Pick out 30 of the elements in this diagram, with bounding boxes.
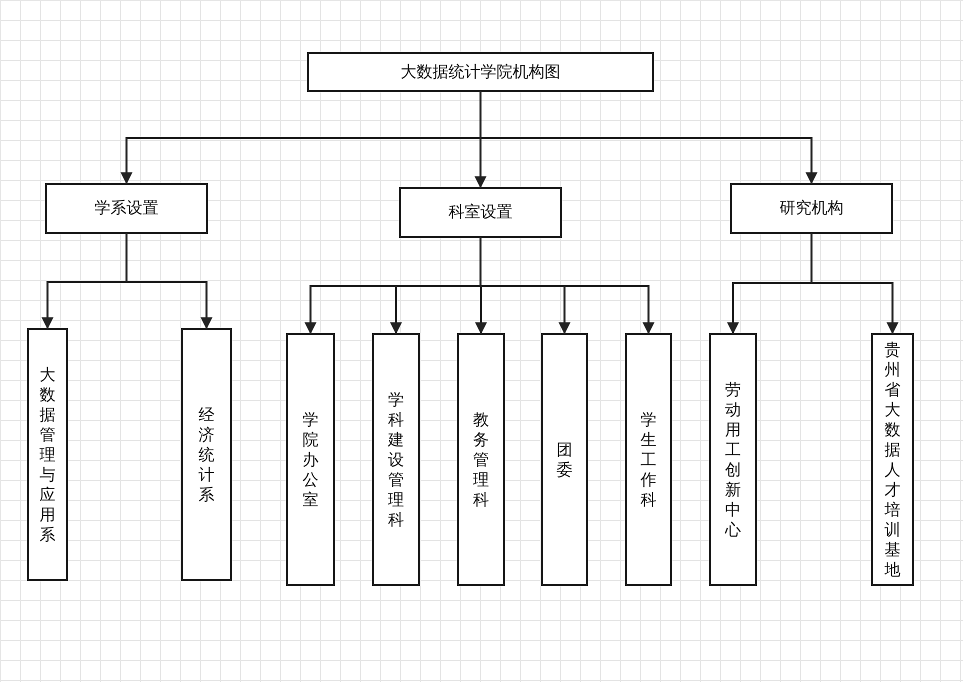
department-box bbox=[730, 183, 893, 234]
connector-arrow bbox=[480, 92, 818, 184]
department-box bbox=[399, 187, 562, 238]
unit-box bbox=[457, 333, 505, 586]
node-label: 学生工作科 bbox=[640, 410, 656, 510]
connector-arrow bbox=[480, 238, 654, 334]
unit-box bbox=[541, 333, 588, 586]
node-label: 大数据管理与应用系 bbox=[40, 364, 56, 544]
node-label: 劳动用工创新中心 bbox=[725, 380, 741, 540]
node-label: 团委 bbox=[556, 440, 572, 480]
unit-box bbox=[372, 333, 420, 586]
unit-box bbox=[709, 333, 757, 586]
node-label: 经济统计系 bbox=[198, 404, 214, 504]
node-label: 学科建设管理科 bbox=[388, 390, 404, 530]
unit-box bbox=[27, 328, 68, 581]
node-label: 研究机构 bbox=[780, 198, 844, 219]
node-label: 大数据统计学院机构图 bbox=[400, 62, 560, 82]
unit-box bbox=[625, 333, 672, 586]
connector-arrow bbox=[126, 234, 212, 330]
node-label: 学系设置 bbox=[94, 198, 158, 219]
node-label: 学院办公室 bbox=[302, 410, 318, 510]
node-label: 教务管理科 bbox=[473, 410, 489, 510]
unit-box bbox=[871, 333, 914, 586]
department-box bbox=[45, 183, 208, 234]
node-label: 贵州省大数据人才培训基地 bbox=[884, 340, 900, 580]
node-label: 科室设置 bbox=[448, 202, 512, 223]
department-box bbox=[307, 52, 654, 92]
unit-box bbox=[181, 328, 232, 581]
unit-box bbox=[286, 333, 335, 586]
connector-arrow bbox=[810, 234, 898, 334]
